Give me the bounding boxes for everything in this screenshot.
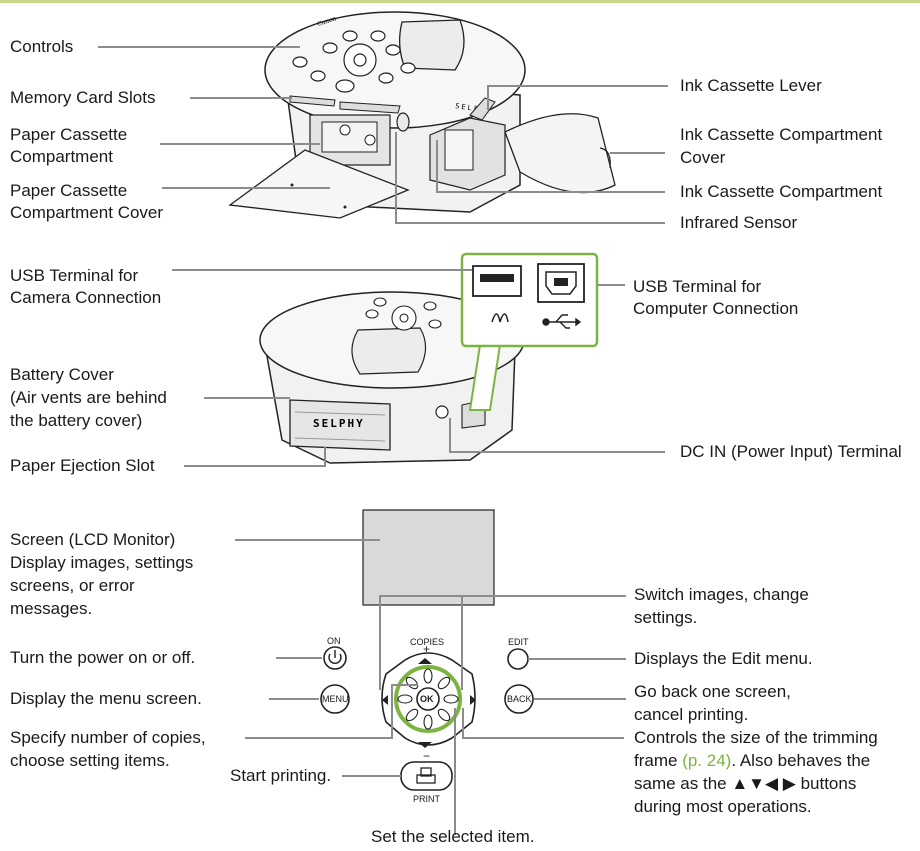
edit-button [507, 648, 529, 670]
label-ink-compartment: Ink Cassette Compartment [680, 182, 883, 201]
back-button [504, 684, 534, 714]
copies-plus-glyph: + [423, 642, 431, 656]
model-logo-back: SELPHY [313, 417, 365, 430]
leader-lines [98, 46, 668, 835]
lcd-screen [362, 509, 495, 606]
left-arrow-icon [382, 695, 388, 705]
pictbridge-icon [491, 313, 509, 323]
label-power: Turn the power on or off. [10, 648, 196, 667]
down-arrow-icon [418, 742, 432, 748]
label-menu-screen: Display the menu screen. [10, 689, 202, 708]
ok-button [416, 687, 440, 711]
menu-button-label: MENU [322, 694, 349, 704]
label-infrared-sensor: Infrared Sensor [680, 213, 798, 232]
right-arrow-icon [470, 695, 476, 705]
up-arrow-icon [418, 658, 432, 664]
printer-top-view: Canon SELPHY [228, 11, 616, 219]
on-button-label: ON [327, 636, 341, 646]
printer-back-view: Canon SELPHY [259, 291, 525, 464]
copies-minus-glyph: − [423, 749, 431, 763]
copies-label: COPIES [410, 637, 445, 647]
menu-button [320, 684, 350, 714]
control-panel [320, 646, 534, 791]
label-controls: Controls [10, 37, 74, 56]
usb-symbol-icon [542, 314, 582, 329]
label-memory-card-slots: Memory Card Slots [10, 88, 156, 107]
label-start-printing: Start printing. [230, 766, 332, 785]
print-button-label: PRINT [413, 794, 440, 804]
label-dc-in: DC IN (Power Input) Terminal [680, 442, 902, 461]
back-button-label: BACK [507, 694, 532, 704]
dial-segments [397, 668, 459, 730]
usb-callout [460, 252, 599, 411]
page-reference-link[interactable]: (p. 24) [682, 751, 732, 770]
label-set-item: Set the selected item. [371, 827, 535, 846]
print-icon [416, 767, 436, 784]
label-paper-ejection-slot: Paper Ejection Slot [10, 456, 155, 475]
control-buttons [292, 30, 416, 93]
top-rule [0, 0, 920, 3]
edit-button-label: EDIT [508, 637, 529, 647]
label-ink-cassette-lever: Ink Cassette Lever [680, 76, 822, 95]
label-edit-menu: Displays the Edit menu. [634, 649, 813, 668]
power-icon [328, 653, 342, 664]
ok-button-label: OK [420, 694, 434, 704]
